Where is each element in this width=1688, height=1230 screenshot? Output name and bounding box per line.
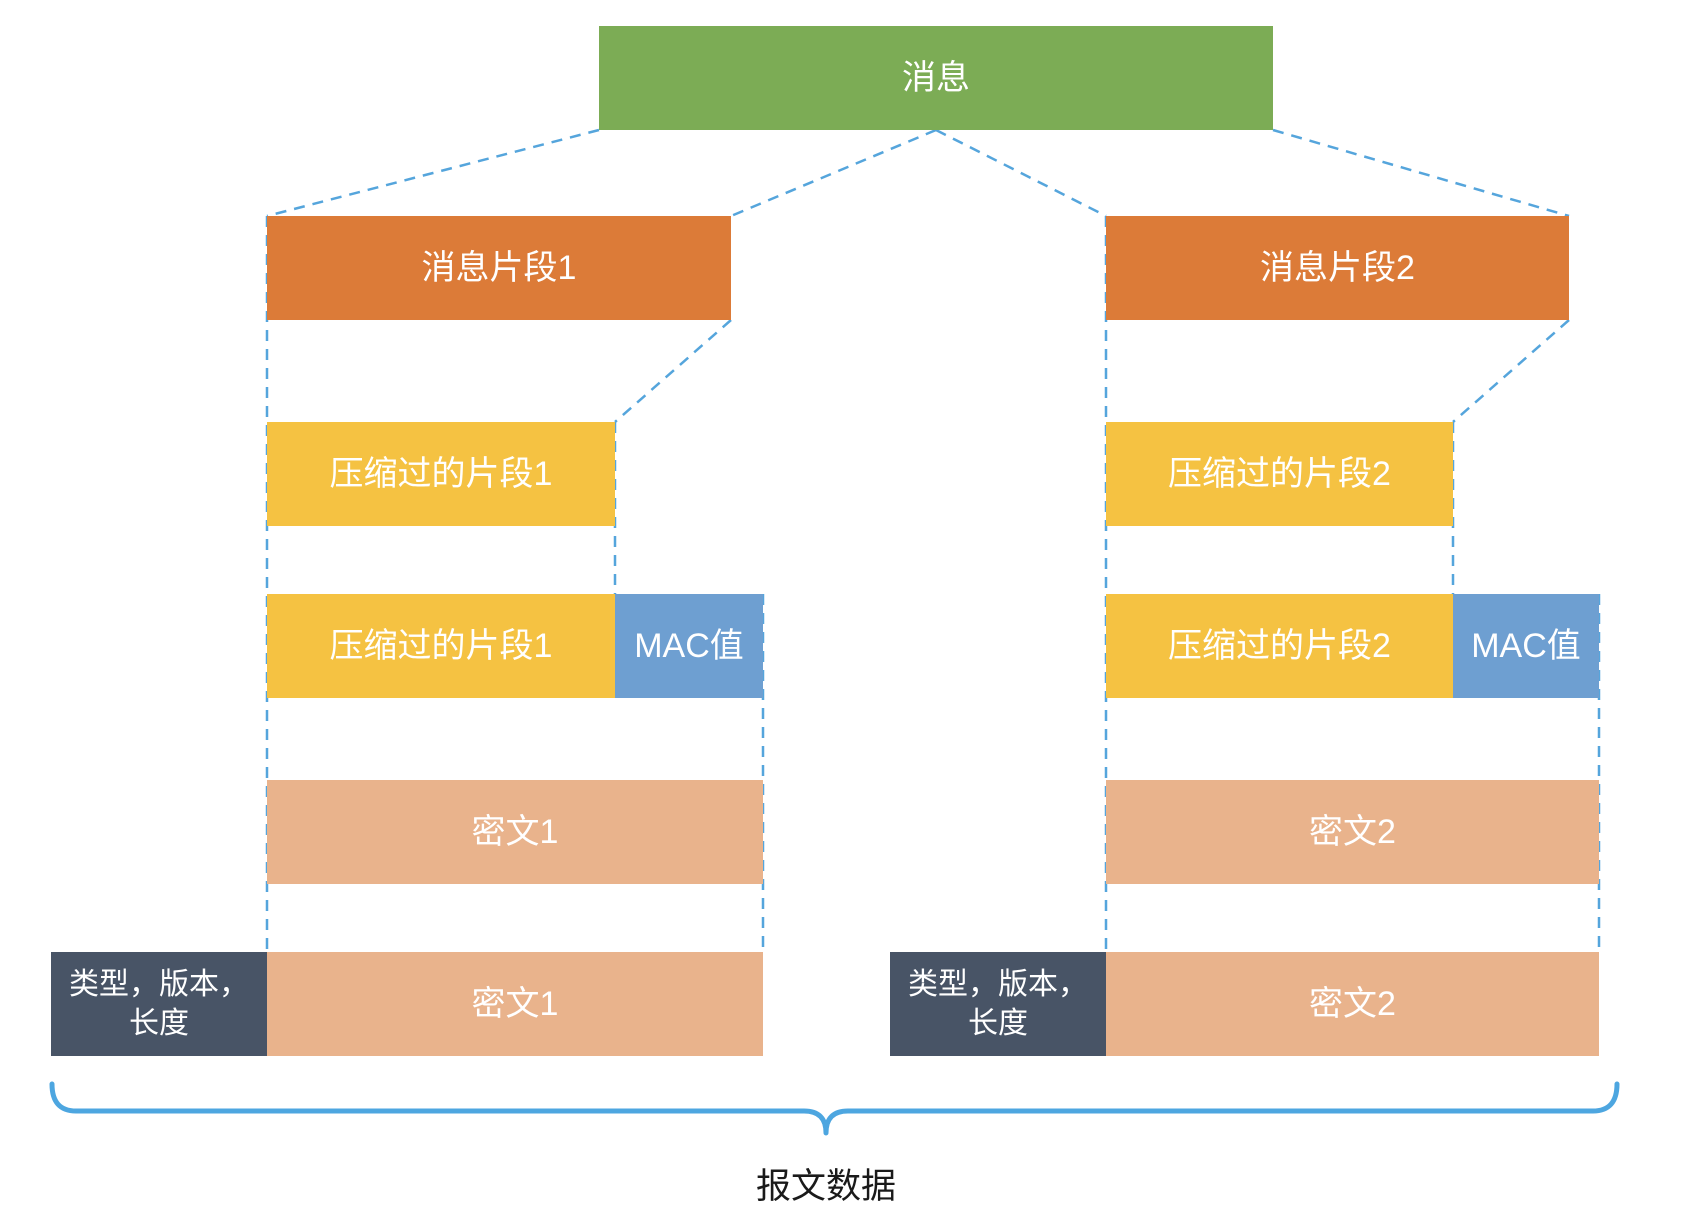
cipher-final-box-1: 密文1 bbox=[267, 952, 763, 1056]
header-box-2: 类型，版本， 长度 bbox=[890, 952, 1106, 1056]
connector-message-to-fragment2-left bbox=[935, 128, 1107, 218]
compressed-box-2: 压缩过的片段2 bbox=[1106, 422, 1453, 526]
cipher-final-box-2: 密文2 bbox=[1106, 952, 1599, 1056]
connector-message-to-fragment1-left bbox=[266, 128, 600, 218]
underbrace bbox=[49, 1081, 1620, 1136]
connector-message-to-fragment1-right bbox=[730, 128, 937, 218]
cipher-box-2: 密文2 bbox=[1106, 780, 1599, 884]
mac-box-2: MAC值 bbox=[1453, 594, 1599, 698]
mac-box-1: MAC值 bbox=[615, 594, 763, 698]
packet-data-label: 报文数据 bbox=[755, 1167, 897, 1206]
compressed-box-1: 压缩过的片段1 bbox=[267, 422, 615, 526]
connector-message-to-fragment2-right bbox=[1272, 128, 1570, 218]
cipher-box-1: 密文1 bbox=[267, 780, 763, 884]
connector-fragment2-to-compressed2 bbox=[1452, 319, 1570, 423]
compressed-mac-box-1: 压缩过的片段1 bbox=[267, 594, 615, 698]
fragment-box-2: 消息片段2 bbox=[1106, 216, 1569, 320]
connector-fragment1-to-compressed1 bbox=[614, 319, 732, 423]
compressed-mac-box-2: 压缩过的片段2 bbox=[1106, 594, 1453, 698]
header-box-1: 类型，版本， 长度 bbox=[51, 952, 267, 1056]
message-box: 消息 bbox=[599, 26, 1273, 130]
fragment-box-1: 消息片段1 bbox=[267, 216, 731, 320]
